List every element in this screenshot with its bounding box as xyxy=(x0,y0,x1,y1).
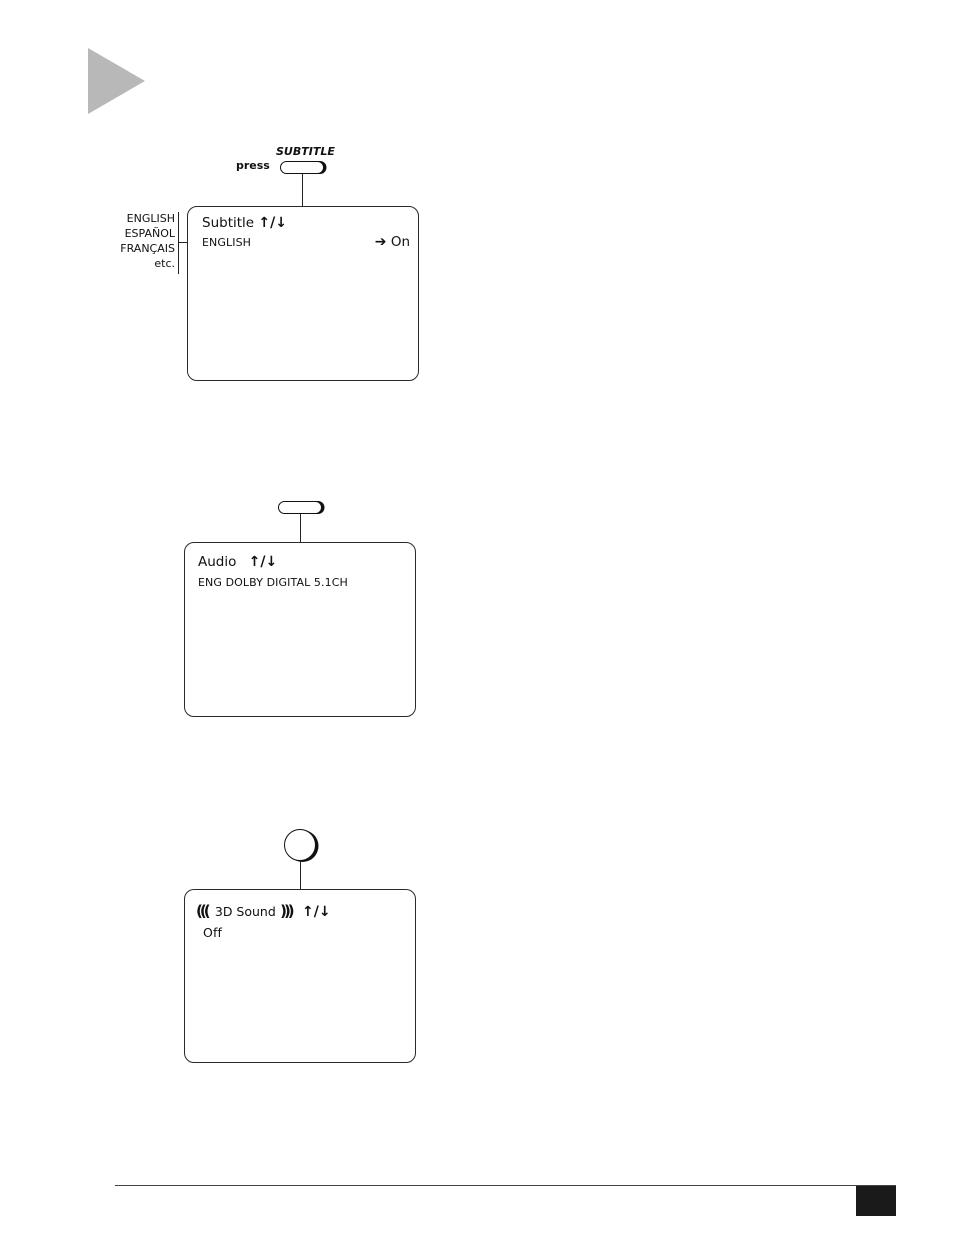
sound3d-screen: ((( 3D Sound ))) ↑/↓ Off xyxy=(184,889,416,1063)
audio-current-track: ENG DOLBY DIGITAL 5.1CH xyxy=(198,576,348,589)
subtitle-state-row: ➔ On xyxy=(375,234,410,250)
audio-screen-title-row: Audio ↑/↓ xyxy=(198,554,277,570)
language-option: etc. xyxy=(120,256,175,271)
audio-screen: Audio ↑/↓ ENG DOLBY DIGITAL 5.1CH xyxy=(184,542,416,717)
sound-wave-left-icon: ((( xyxy=(196,902,208,920)
audio-screen-title: Audio xyxy=(198,554,236,570)
audio-button[interactable] xyxy=(278,501,322,514)
subtitle-screen-title: Subtitle xyxy=(202,215,254,231)
up-down-arrows-icon: ↑/↓ xyxy=(249,554,278,570)
press-label: press xyxy=(236,159,270,172)
subtitle-screen: Subtitle ↑/↓ ENGLISH ➔ On xyxy=(187,206,419,381)
sound3d-current-value: Off xyxy=(203,925,222,940)
subtitle-connector xyxy=(302,174,303,207)
language-bracket xyxy=(178,212,179,274)
subtitle-current-language: ENGLISH xyxy=(202,236,251,249)
subtitle-button[interactable] xyxy=(280,161,324,174)
language-option: FRANÇAIS xyxy=(120,241,175,256)
sound3d-screen-title-row: ((( 3D Sound ))) ↑/↓ xyxy=(196,902,331,920)
subtitle-screen-title-row: Subtitle ↑/↓ xyxy=(202,215,287,231)
sound-wave-right-icon: ))) xyxy=(280,902,292,920)
subtitle-state: On xyxy=(391,234,410,250)
language-option: ENGLISH xyxy=(120,211,175,226)
language-options-list: ENGLISH ESPAÑOL FRANÇAIS etc. xyxy=(120,211,175,271)
language-option: ESPAÑOL xyxy=(120,226,175,241)
sound3d-screen-title: 3D Sound xyxy=(215,904,276,919)
up-down-arrows-icon: ↑/↓ xyxy=(302,904,331,920)
sound3d-button[interactable] xyxy=(284,829,316,861)
footer-rule xyxy=(115,1185,896,1186)
sound3d-connector xyxy=(300,861,301,890)
audio-connector xyxy=(300,514,301,543)
up-down-arrows-icon: ↑/↓ xyxy=(258,215,287,231)
section-marker-triangle xyxy=(88,48,145,114)
subtitle-button-caption: SUBTITLE xyxy=(276,145,335,158)
right-arrow-icon: ➔ xyxy=(375,234,387,250)
page-number-tab xyxy=(856,1186,896,1216)
